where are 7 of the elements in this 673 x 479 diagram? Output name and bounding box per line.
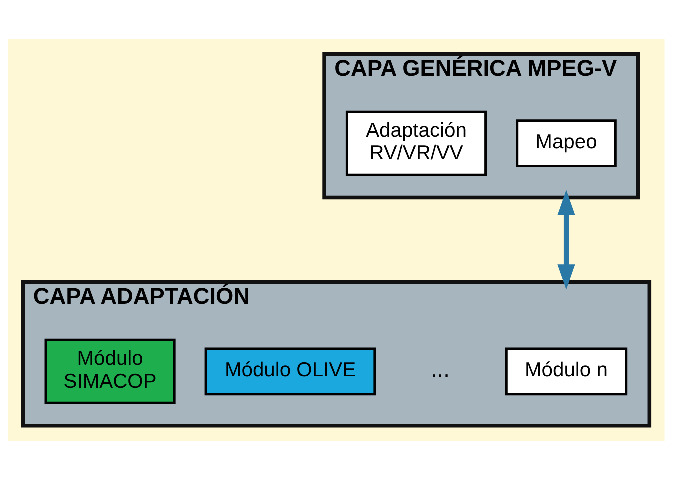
label: ... — [431, 356, 450, 382]
node-box: Adaptación RV/VR/VV — [346, 110, 488, 176]
node-box: Módulo OLIVE — [204, 347, 376, 396]
arrow — [558, 190, 576, 290]
node-box: Módulo n — [505, 347, 628, 396]
node-box: Mapeo — [516, 119, 617, 168]
node-box: Módulo SIMACOP — [44, 338, 176, 404]
